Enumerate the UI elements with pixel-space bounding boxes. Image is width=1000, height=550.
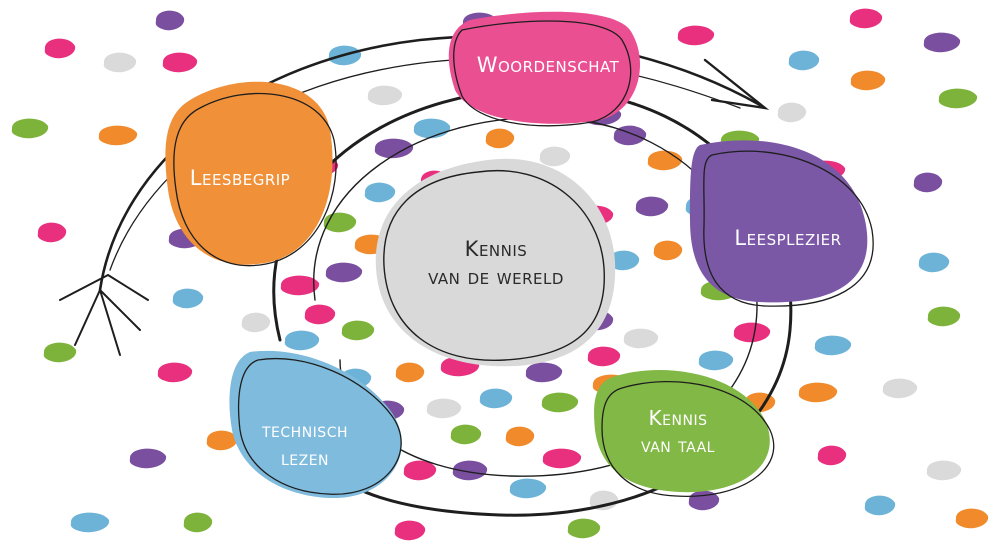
confetti-dot [480, 389, 512, 409]
leesplezier-label: Leesplezier [734, 226, 841, 250]
confetti-dot [928, 307, 960, 327]
confetti-dot [486, 129, 514, 149]
confetti-dot [542, 393, 578, 413]
confetti-dot [734, 323, 770, 343]
confetti-dot [883, 379, 917, 399]
confetti-dot [588, 347, 620, 367]
node-woordenschat: Woordenschat [449, 12, 640, 126]
confetti-dot [636, 197, 668, 217]
confetti-dot [104, 53, 136, 73]
center-blob [376, 159, 615, 367]
confetti-dot [526, 363, 562, 383]
confetti-dot [285, 331, 319, 351]
confetti-dot [427, 399, 461, 419]
confetti-dot [38, 223, 66, 243]
confetti-dot [815, 336, 851, 356]
confetti-dot [207, 431, 237, 451]
confetti-dot [914, 173, 942, 193]
technisch-lezen-line1: technisch [261, 418, 348, 442]
confetti-dot [173, 289, 203, 309]
confetti-dot [956, 509, 988, 529]
node-leesplezier: Leesplezier [690, 140, 873, 306]
confetti-dot [184, 513, 212, 533]
confetti-dot [648, 151, 682, 171]
confetti-dot [699, 351, 733, 371]
confetti-dot [242, 313, 270, 333]
center-line1: Kennis [465, 237, 528, 261]
confetti-dot [414, 119, 450, 139]
confetti-dot [540, 147, 570, 167]
confetti-dot [342, 321, 374, 341]
confetti-dot [130, 449, 166, 469]
confetti-dot [789, 51, 819, 71]
confetti-dot [818, 446, 846, 466]
confetti-dot [778, 103, 806, 123]
confetti-dot [927, 461, 961, 481]
confetti-dot [44, 343, 76, 363]
confetti-dot [506, 427, 534, 447]
center-line2: van de wereld [428, 265, 564, 289]
node-leesbegrip: Leesbegrip [165, 82, 336, 266]
confetti-dot [451, 425, 481, 445]
confetti-dot [568, 519, 600, 539]
confetti-dot [396, 363, 424, 383]
confetti-dot [919, 253, 949, 273]
confetti-dot [305, 305, 335, 325]
technisch-lezen-line2: lezen [281, 446, 329, 470]
confetti-dot [163, 53, 197, 73]
confetti-dot [624, 329, 658, 349]
confetti-dot [654, 241, 682, 261]
confetti-dot [368, 86, 402, 106]
confetti-dot [326, 263, 362, 283]
confetti-dot [156, 11, 184, 31]
confetti-dot [510, 479, 546, 499]
node-technisch-lezen: technisch lezen [229, 351, 401, 498]
confetti-dot [543, 449, 581, 469]
kennis-taal-line1: Kennis [649, 406, 708, 430]
confetti-dot [924, 33, 960, 53]
confetti-dot [12, 119, 48, 139]
confetti-dot [939, 89, 977, 109]
node-kennis-taal: Kennis van taal [594, 370, 774, 496]
confetti-dot [158, 363, 192, 383]
leesbegrip-label: Leesbegrip [190, 166, 290, 190]
confetti-dot [678, 26, 714, 46]
confetti-dot [395, 521, 425, 541]
kennis-taal-line2: van taal [641, 433, 715, 457]
confetti-dot [851, 71, 885, 91]
confetti-dot [799, 383, 837, 403]
confetti-dot [45, 39, 75, 59]
confetti-dot [865, 496, 895, 516]
confetti-dot [850, 9, 882, 29]
confetti-dot [71, 513, 109, 533]
confetti-dot [365, 183, 395, 203]
confetti-dot [99, 126, 137, 146]
woordenschat-label: Woordenschat [477, 53, 620, 77]
